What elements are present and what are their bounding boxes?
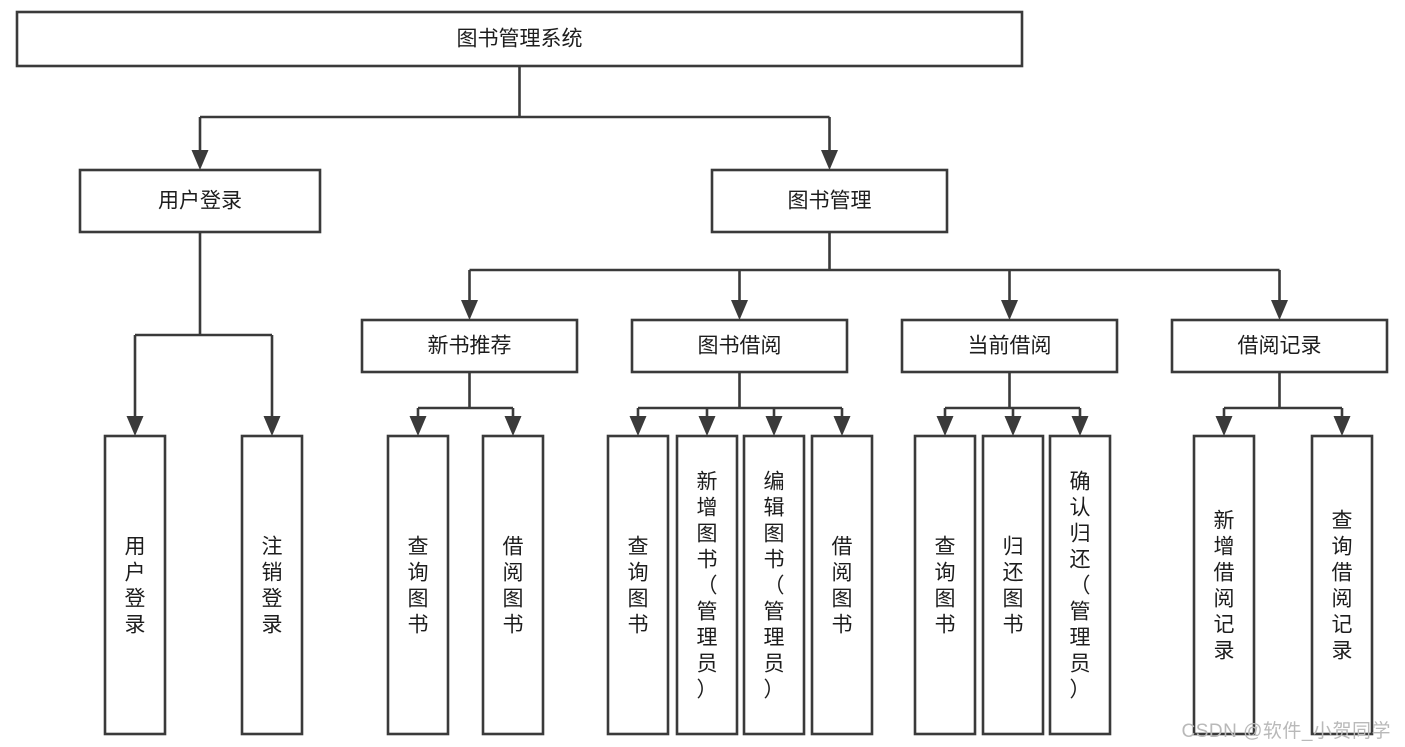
arrowhead-icon xyxy=(821,150,838,170)
node-layer: 图书管理系统用户登录用户登录注销登录图书管理新书推荐查询图书借阅图书图书借阅查询… xyxy=(15,10,1389,736)
node-borrow-edit-book[interactable]: 编辑图书（管理员） xyxy=(742,434,806,736)
arrowhead-icon xyxy=(1271,300,1288,320)
node-recommend-query-book[interactable]: 查询图书 xyxy=(386,434,450,736)
node-borrow-borrow-book[interactable]: 借阅图书 xyxy=(810,434,874,736)
node-label-book-manage: 图书管理 xyxy=(788,190,872,213)
node-borrow-query-book[interactable]: 查询图书 xyxy=(606,434,670,736)
node-box-borrow-edit-book xyxy=(742,434,806,736)
node-label-borrow-query-book: 查询图书 xyxy=(628,535,649,636)
node-box-current-query-book xyxy=(913,434,977,736)
node-current-query-book[interactable]: 查询图书 xyxy=(913,434,977,736)
node-book-manage[interactable]: 图书管理 xyxy=(710,168,949,234)
arrowhead-icon xyxy=(833,416,851,436)
node-box-user-login xyxy=(78,168,322,234)
node-label-new-book-recommend: 新书推荐 xyxy=(428,335,512,358)
node-borrow-add-book[interactable]: 新增图书（管理员） xyxy=(675,434,739,736)
node-box-borrow-record xyxy=(1170,318,1389,374)
arrowhead-icon xyxy=(1215,416,1233,436)
arrowhead-icon xyxy=(936,416,954,436)
node-label-user-login-logout: 注销登录 xyxy=(262,535,283,636)
node-label-user-login: 用户登录 xyxy=(158,190,242,213)
node-label-undefined: 图书管理系统 xyxy=(457,28,583,51)
node-label-current-query-book: 查询图书 xyxy=(935,535,956,636)
node-record-add[interactable]: 新增借阅记录 xyxy=(1192,434,1256,736)
node-label-current-confirm-return: 确认归还（管理员） xyxy=(1070,470,1091,701)
arrowhead-icon xyxy=(263,416,281,436)
node-box-undefined xyxy=(15,10,1024,68)
node-label-recommend-query-book: 查询图书 xyxy=(408,535,429,636)
arrowhead-icon xyxy=(1071,416,1089,436)
arrowhead-icon xyxy=(409,416,427,436)
node-box-recommend-query-book xyxy=(386,434,450,736)
node-recommend-borrow-book[interactable]: 借阅图书 xyxy=(481,434,545,736)
node-label-recommend-borrow-book: 借阅图书 xyxy=(503,535,524,636)
arrowhead-icon xyxy=(1333,416,1351,436)
connector-layer xyxy=(126,66,1351,436)
node-box-borrow-borrow-book xyxy=(810,434,874,736)
node-undefined[interactable]: 图书管理系统 xyxy=(15,10,1024,68)
node-label-current-return-book: 归还图书 xyxy=(1003,535,1024,636)
arrowhead-icon xyxy=(126,416,144,436)
node-box-book-borrow xyxy=(630,318,849,374)
node-label-record-query: 查询借阅记录 xyxy=(1332,509,1353,662)
node-label-borrow-borrow-book: 借阅图书 xyxy=(832,535,853,636)
arrowhead-icon xyxy=(629,416,647,436)
node-box-record-query xyxy=(1310,434,1374,736)
arrowhead-icon xyxy=(504,416,522,436)
node-box-user-login-logout xyxy=(240,434,304,736)
node-new-book-recommend[interactable]: 新书推荐 xyxy=(360,318,579,374)
arrowhead-icon xyxy=(191,150,209,170)
node-book-borrow[interactable]: 图书借阅 xyxy=(630,318,849,374)
node-box-borrow-query-book xyxy=(606,434,670,736)
node-label-user-login-login: 用户登录 xyxy=(125,535,146,636)
node-borrow-record[interactable]: 借阅记录 xyxy=(1170,318,1389,374)
node-box-borrow-add-book xyxy=(675,434,739,736)
node-record-query[interactable]: 查询借阅记录 xyxy=(1310,434,1374,736)
node-label-borrow-add-book: 新增图书（管理员） xyxy=(697,470,718,701)
node-label-book-borrow: 图书借阅 xyxy=(698,335,782,358)
node-label-current-borrow: 当前借阅 xyxy=(968,335,1052,358)
node-box-record-add xyxy=(1192,434,1256,736)
node-box-recommend-borrow-book xyxy=(481,434,545,736)
arrowhead-icon xyxy=(765,416,783,436)
node-box-current-confirm-return xyxy=(1048,434,1112,736)
node-box-book-manage xyxy=(710,168,949,234)
node-user-login[interactable]: 用户登录 xyxy=(78,168,322,234)
arrowhead-icon xyxy=(1004,416,1022,436)
node-box-current-borrow xyxy=(900,318,1119,374)
node-label-borrow-edit-book: 编辑图书（管理员） xyxy=(764,470,785,701)
node-user-login-logout[interactable]: 注销登录 xyxy=(240,434,304,736)
node-box-new-book-recommend xyxy=(360,318,579,374)
node-current-confirm-return[interactable]: 确认归还（管理员） xyxy=(1048,434,1112,736)
arrowhead-icon xyxy=(698,416,716,436)
arrowhead-icon xyxy=(1001,300,1018,320)
arrowhead-icon xyxy=(731,300,748,320)
node-current-return-book[interactable]: 归还图书 xyxy=(981,434,1045,736)
node-label-borrow-record: 借阅记录 xyxy=(1238,335,1322,358)
node-box-current-return-book xyxy=(981,434,1045,736)
node-box-user-login-login xyxy=(103,434,167,736)
node-user-login-login[interactable]: 用户登录 xyxy=(103,434,167,736)
node-label-record-add: 新增借阅记录 xyxy=(1214,509,1235,662)
arrowhead-icon xyxy=(461,300,478,320)
node-current-borrow[interactable]: 当前借阅 xyxy=(900,318,1119,374)
